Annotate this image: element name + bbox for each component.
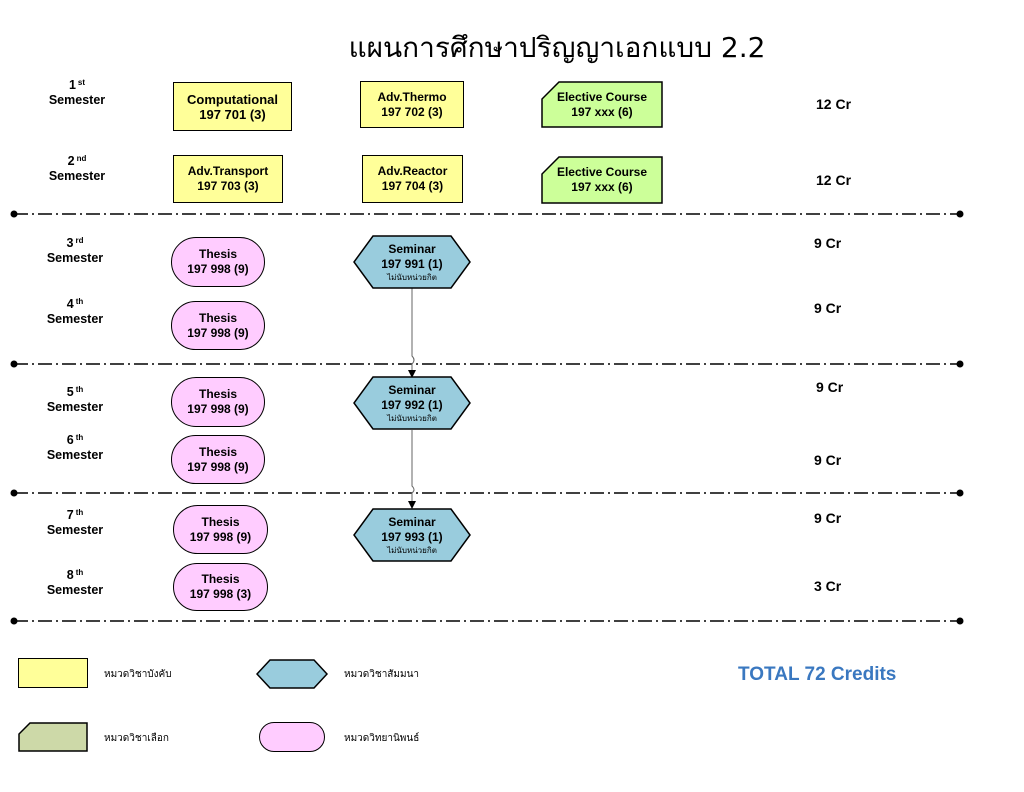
legend-seminar-swatch xyxy=(256,659,328,689)
page-title: แผนการศึกษาปริญญาเอกแบบ 2.2 xyxy=(348,31,766,64)
credits-semester-4: 9 Cr xyxy=(814,300,842,316)
credits-semester-7: 9 Cr xyxy=(814,510,842,526)
legend-required-label: หมวดวิชาบังคับ xyxy=(104,669,172,680)
legend-elective-swatch xyxy=(18,722,88,752)
credits-semester-3: 9 Cr xyxy=(814,235,842,251)
legend-thesis-swatch xyxy=(259,722,325,752)
credits-semester-8: 3 Cr xyxy=(814,578,842,594)
credits-semester-6: 9 Cr xyxy=(814,452,842,468)
credits-semester-5: 9 Cr xyxy=(816,379,844,395)
credits-semester-1: 12 Cr xyxy=(816,96,852,112)
total-credits: TOTAL 72 Credits xyxy=(738,664,897,685)
legend-elective-label: หมวดวิชาเลือก xyxy=(104,733,169,744)
arrow-seminar-1-2 xyxy=(411,288,415,372)
credits-semester-2: 12 Cr xyxy=(816,172,852,188)
arrow-seminar-2-3 xyxy=(411,430,415,503)
legend-required-swatch xyxy=(18,658,88,688)
legend-thesis-label: หมวดวิทยานิพนธ์ xyxy=(344,733,420,744)
legend-seminar-label: หมวดวิชาสัมมนา xyxy=(344,669,420,680)
